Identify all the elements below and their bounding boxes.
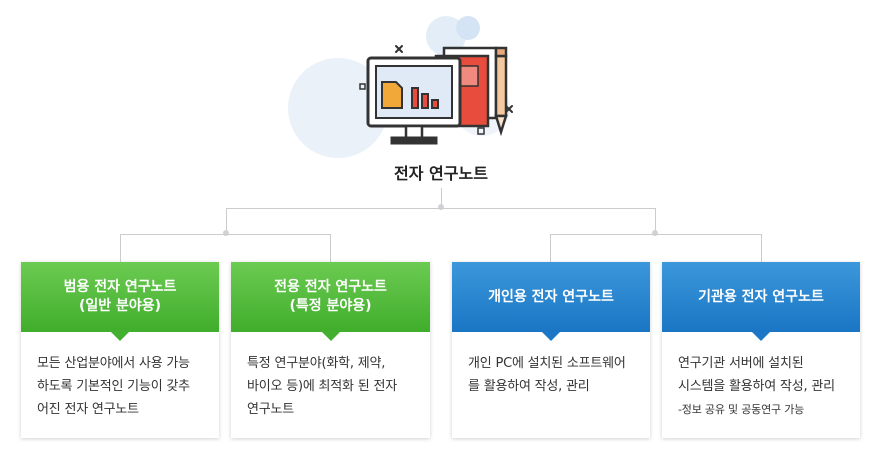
connector-drop-2 (330, 234, 331, 262)
connector-left-bar (120, 234, 330, 235)
card-header-arrow (751, 331, 771, 341)
description-line: 시스템을 활용하여 작성, 관리 (678, 379, 835, 394)
card-general-purpose: 범용 전자 연구노트 (일반 분야용) 모든 산업분야에서 사용 가능 하도록 … (21, 262, 219, 438)
square-mark (477, 127, 485, 135)
card-header-arrow (320, 331, 341, 341)
card-description: 개인 PC에 설치된 소프트웨어 를 활용하여 작성, 관리 (468, 352, 640, 398)
pencil-icon (494, 46, 508, 137)
card-header-subtitle: (특정 분야용) (289, 298, 372, 314)
diagram-title: 전자 연구노트 (394, 164, 488, 183)
description-line: 연구노트 (247, 402, 295, 417)
connector-dot (652, 230, 658, 236)
description-note: -정보 공유 및 공동연구 가능 (678, 403, 805, 416)
card-specialized: 전용 전자 연구노트 (특정 분야용) 특정 연구분야(화학, 제약, 바이오 … (231, 262, 430, 438)
description-line: 연구기관 서버에 설치된 (678, 356, 804, 371)
card-personal: 개인용 전자 연구노트 개인 PC에 설치된 소프트웨어 를 활용하여 작성, … (452, 262, 650, 438)
description-line: 어진 전자 연구노트 (37, 402, 139, 417)
electronic-notebook-illustration (288, 16, 513, 158)
connector-dot (438, 204, 444, 210)
card-header: 범용 전자 연구노트 (일반 분야용) (21, 262, 219, 341)
description-line: 모든 산업분야에서 사용 가능 (37, 356, 190, 371)
description-line: 를 활용하여 작성, 관리 (468, 379, 590, 394)
description-line: 개인 PC에 설치된 소프트웨어 (468, 356, 626, 371)
card-header: 전용 전자 연구노트 (특정 분야용) (231, 262, 430, 341)
bg-circle-large (288, 58, 388, 158)
connector-top-bar (226, 208, 656, 209)
connector-right-bar (550, 234, 761, 235)
card-header-arrow (110, 331, 130, 341)
connector-root (441, 188, 442, 208)
card-header-title: 개인용 전자 연구노트 (488, 288, 614, 305)
connector-drop-1 (120, 234, 121, 262)
bg-circle-top (426, 16, 466, 56)
card-institutional: 기관용 전자 연구노트 연구기관 서버에 설치된 시스템을 활용하여 작성, 관… (662, 262, 860, 438)
card-header-arrow (541, 331, 561, 341)
description-line: 바이오 등)에 최적화 된 전자 (247, 379, 397, 394)
illustration (270, 8, 530, 160)
card-header: 기관용 전자 연구노트 (662, 262, 860, 341)
card-header-subtitle: (일반 분야용) (78, 298, 162, 314)
card-header-title: 범용 전자 연구노트 (63, 279, 177, 295)
card-header-title: 전용 전자 연구노트 (274, 279, 387, 295)
connector-drop-3 (550, 234, 551, 262)
card-description: 특정 연구분야(화학, 제약, 바이오 등)에 최적화 된 전자 연구노트 (247, 352, 420, 421)
square-mark (359, 83, 366, 90)
bg-circle-small (456, 16, 480, 40)
card-header-title: 기관용 전자 연구노트 (698, 288, 824, 305)
connector-left-branch (226, 208, 227, 234)
card-description: 모든 산업분야에서 사용 가능 하도록 기본적인 기능이 갖추 어진 전자 연구… (37, 352, 209, 421)
connector-dot (223, 230, 229, 236)
card-header: 개인용 전자 연구노트 (452, 262, 650, 341)
cross-icon (395, 45, 403, 53)
card-description: 연구기관 서버에 설치된 시스템을 활용하여 작성, 관리 -정보 공유 및 공… (678, 352, 850, 421)
connector-drop-4 (761, 234, 762, 262)
description-line: 특정 연구분야(화학, 제약, (247, 356, 386, 371)
connector-right-branch (655, 208, 656, 234)
chart-icon (381, 81, 439, 109)
description-line: 하도록 기본적인 기능이 갖추 (37, 379, 190, 394)
